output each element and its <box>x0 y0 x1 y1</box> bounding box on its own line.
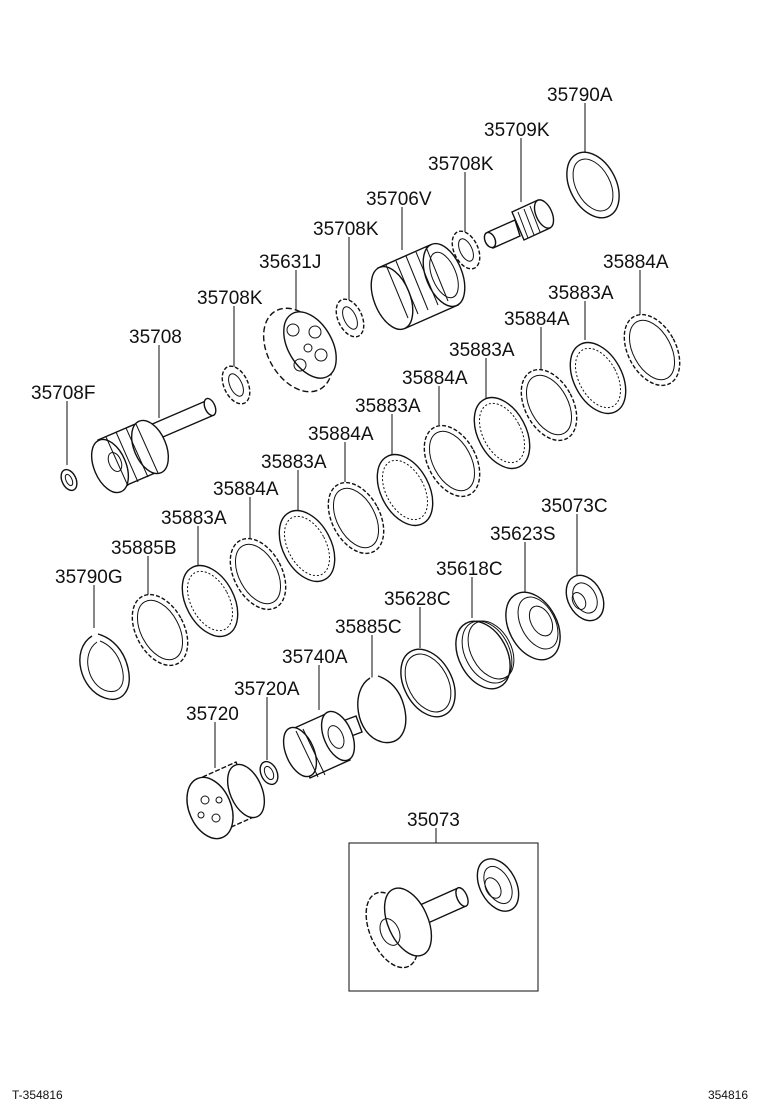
part-clutch-plates <box>131 313 681 667</box>
footer-right-code: 354816 <box>708 1088 748 1102</box>
part-35073-assembly <box>348 842 539 992</box>
label-35073c: 35073C <box>541 496 608 517</box>
label-35883a-5: 35883A <box>161 508 227 529</box>
part-35618c-spring <box>455 620 515 690</box>
label-35885c: 35885C <box>335 617 402 638</box>
part-35790g-snap-ring <box>79 633 130 701</box>
footer-left-code: T-354816 <box>12 1088 63 1102</box>
part-35720-carrier <box>186 761 266 840</box>
label-35884a-2: 35884A <box>504 309 570 330</box>
label-35720a: 35720A <box>234 679 300 700</box>
part-35073c-bearing <box>565 574 605 622</box>
label-35631j: 35631J <box>259 252 321 273</box>
part-35628c-ring <box>400 648 456 718</box>
label-35708k-b: 35708K <box>313 219 379 240</box>
label-35740a: 35740A <box>282 647 348 668</box>
label-35708f: 35708F <box>31 383 95 404</box>
label-35618c: 35618C <box>436 559 503 580</box>
label-35628c: 35628C <box>384 589 451 610</box>
part-35885c-snap-ring <box>357 675 407 744</box>
part-35709k-shaft <box>483 199 555 249</box>
label-35883a-2: 35883A <box>449 340 515 361</box>
label-35884a-5: 35884A <box>213 479 279 500</box>
part-35708k-washer-b <box>335 298 365 338</box>
label-35790a: 35790A <box>547 85 613 106</box>
part-35623s-hub <box>505 591 561 661</box>
part-35706v-drum <box>370 242 466 331</box>
label-35885b: 35885B <box>111 538 177 559</box>
label-35720: 35720 <box>186 704 239 725</box>
part-35708k-washer-a <box>451 230 481 270</box>
part-35720a-washer <box>259 760 279 786</box>
part-35790a-ring <box>566 151 620 219</box>
label-35884a-4: 35884A <box>308 424 374 445</box>
label-35883a-1: 35883A <box>548 283 614 304</box>
label-35708: 35708 <box>129 327 182 348</box>
part-35740a-drum <box>282 710 363 779</box>
label-35073: 35073 <box>407 810 460 831</box>
label-35708k-a: 35708K <box>428 154 494 175</box>
label-35884a-1: 35884A <box>603 252 669 273</box>
label-35883a-4: 35883A <box>261 452 327 473</box>
label-35883a-3: 35883A <box>355 396 421 417</box>
label-35708k-c: 35708K <box>197 288 263 309</box>
part-labels: 35790A 35709K 35708K 35706V 35708K 35631… <box>31 85 669 831</box>
leader-lines <box>66 103 641 843</box>
label-35623s: 35623S <box>490 524 556 545</box>
part-35631j-carrier <box>262 307 337 393</box>
label-35884a-3: 35884A <box>402 368 468 389</box>
label-35706v: 35706V <box>366 189 432 210</box>
part-35708k-washer-c <box>221 365 251 405</box>
part-35708f-washer <box>60 468 78 492</box>
part-35708-ring-gear <box>90 397 217 494</box>
label-35790g: 35790G <box>55 567 123 588</box>
label-35709k: 35709K <box>484 120 550 141</box>
